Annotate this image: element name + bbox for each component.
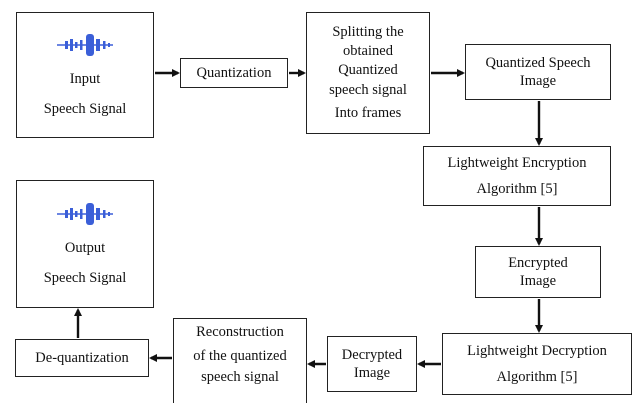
splitting-line-5: Into frames bbox=[334, 104, 402, 121]
reconstruction-line-3: speech signal bbox=[201, 369, 279, 386]
encrypted-line-2: Image bbox=[519, 273, 557, 289]
output-subtitle: Speech Signal bbox=[43, 270, 127, 286]
quantization-box: Quantization bbox=[180, 58, 288, 88]
quantized-image-line-1: Quantized Speech bbox=[485, 54, 591, 71]
input-title: Input bbox=[69, 70, 101, 87]
input-subtitle: Speech Signal bbox=[43, 101, 127, 117]
encryption-algorithm-box: Lightweight Encryption Algorithm [5] bbox=[423, 146, 611, 206]
quantization-label: Quantization bbox=[196, 64, 272, 81]
encryption-line-2: Algorithm [5] bbox=[476, 181, 558, 197]
splitting-box: Splitting the obtained Quantized speech … bbox=[306, 12, 430, 134]
decryption-line-1: Lightweight Decryption bbox=[467, 342, 607, 359]
decrypted-line-1: Decrypted bbox=[341, 346, 403, 363]
decryption-line-2: Algorithm [5] bbox=[496, 369, 578, 385]
reconstruction-line-1: Reconstruction bbox=[196, 324, 284, 340]
input-speech-signal-box: Input Speech Signal bbox=[16, 12, 154, 138]
waveform-icon bbox=[57, 33, 113, 56]
decrypted-image-box: Decrypted Image bbox=[327, 336, 417, 392]
waveform-icon bbox=[57, 202, 113, 225]
encryption-line-1: Lightweight Encryption bbox=[447, 154, 587, 171]
decrypted-line-2: Image bbox=[353, 365, 391, 381]
encrypted-line-1: Encrypted bbox=[508, 254, 568, 271]
splitting-line-3: Quantized bbox=[338, 62, 398, 79]
quantized-image-line-2: Image bbox=[519, 73, 557, 89]
splitting-line-4: speech signal bbox=[329, 81, 407, 98]
splitting-line-2: obtained bbox=[343, 43, 393, 60]
output-speech-signal-box: Output Speech Signal bbox=[16, 180, 154, 308]
reconstruction-line-2: of the quantized bbox=[193, 348, 287, 365]
splitting-line-1: Splitting the bbox=[332, 24, 404, 41]
reconstruction-box: Reconstruction of the quantized speech s… bbox=[173, 318, 307, 403]
output-title: Output bbox=[64, 239, 106, 256]
dequantization-label: De-quantization bbox=[35, 349, 129, 366]
encrypted-image-box: Encrypted Image bbox=[475, 246, 601, 298]
dequantization-box: De-quantization bbox=[15, 339, 149, 377]
decryption-algorithm-box: Lightweight Decryption Algorithm [5] bbox=[442, 333, 632, 395]
quantized-speech-image-box: Quantized Speech Image bbox=[465, 44, 611, 100]
